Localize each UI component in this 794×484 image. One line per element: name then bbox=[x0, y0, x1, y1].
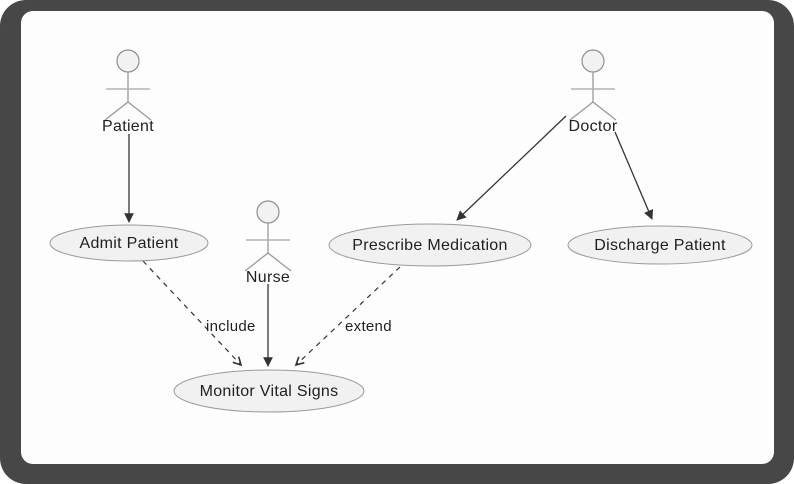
edge-doctor-prescribe bbox=[456, 115, 567, 221]
actor-left-leg-icon bbox=[104, 101, 129, 121]
actor-doctor-label: Doctor bbox=[569, 118, 618, 135]
actor-head-icon bbox=[116, 49, 140, 73]
actor-right-leg-icon bbox=[127, 101, 152, 121]
actor-patient: Patient bbox=[102, 49, 154, 135]
usecase-ellipse bbox=[567, 225, 753, 265]
actor-head-icon bbox=[256, 200, 280, 224]
actor-head-icon bbox=[581, 49, 605, 73]
usecase-discharge-patient: Discharge Patient bbox=[567, 225, 753, 265]
usecase-ellipse bbox=[173, 369, 365, 413]
usecase-monitor-vital-signs-label: Monitor Vital Signs bbox=[200, 383, 339, 400]
edge-doctor-discharge bbox=[614, 131, 654, 220]
actor-nurse: Nurse bbox=[244, 200, 292, 286]
actor-left-leg-icon bbox=[244, 252, 269, 272]
usecase-monitor-vital-signs: Monitor Vital Signs bbox=[173, 369, 365, 413]
usecase-ellipse bbox=[49, 224, 209, 262]
actor-left-leg-icon bbox=[569, 101, 594, 121]
include-edge-label: include bbox=[206, 318, 256, 335]
extend-edge-label: extend bbox=[345, 318, 392, 335]
edge-prescribe-monitor-extend bbox=[294, 266, 401, 367]
actor-doctor: Doctor bbox=[569, 49, 618, 135]
usecase-admit-patient: Admit Patient bbox=[49, 224, 209, 262]
actor-right-leg-icon bbox=[592, 101, 617, 121]
actor-right-leg-icon bbox=[267, 252, 292, 272]
usecase-admit-patient-label: Admit Patient bbox=[79, 235, 178, 252]
usecase-prescribe-medication: Prescribe Medication bbox=[328, 223, 532, 267]
usecase-ellipse bbox=[328, 223, 532, 267]
usecase-prescribe-medication-label: Prescribe Medication bbox=[352, 237, 507, 254]
edge-admit-monitor-include bbox=[142, 260, 243, 367]
edges: include extend bbox=[124, 115, 654, 367]
usecase-discharge-patient-label: Discharge Patient bbox=[594, 237, 726, 254]
actor-nurse-label: Nurse bbox=[246, 269, 290, 286]
actor-patient-label: Patient bbox=[102, 118, 154, 135]
